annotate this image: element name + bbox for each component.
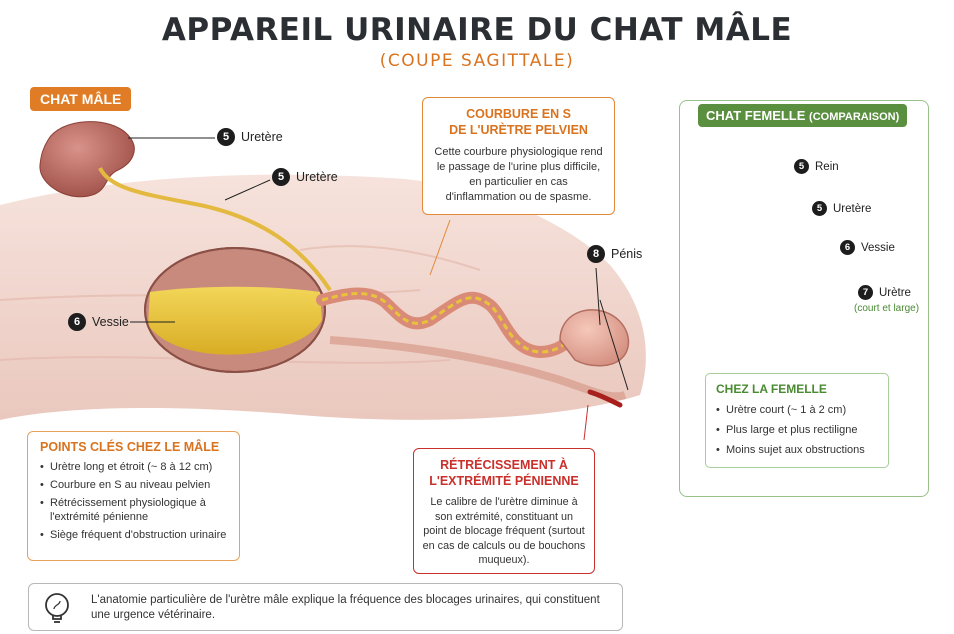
male-kidney: [39, 121, 135, 198]
female-note-list: Urètre court (~ 1 à 2 cm) Plus large et …: [716, 403, 878, 457]
label-ureter-2: 5 Uretère: [272, 168, 338, 186]
female-urethra-sub: (court et large): [854, 303, 920, 314]
page-subtitle: (COUPE SAGITTALE): [379, 51, 575, 71]
key-points-box: POINTS CLÉS CHEZ LE MÂLE Urètre long et …: [27, 431, 240, 561]
number-badge: 6: [840, 240, 855, 255]
callout-narrow-heading-1: RÉTRÉCISSEMENT À: [440, 458, 568, 472]
label-text: Vessie: [861, 241, 895, 254]
female-note-box: CHEZ LA FEMELLE Urètre court (~ 1 à 2 cm…: [705, 373, 889, 468]
male-leader-lines: [128, 137, 629, 441]
list-item: Moins sujet aux obstructions: [716, 443, 878, 457]
lightbulb-icon: [45, 593, 69, 623]
callout-narrow-body: Le calibre de l'urètre diminue à son ext…: [422, 496, 586, 566]
label-text: Pénis: [611, 247, 643, 261]
label-text: Rein: [815, 160, 839, 173]
callout-s-heading-1: COURBURE EN S: [466, 107, 571, 121]
list-item: Rétrécissement physiologique à l'extrémi…: [40, 496, 227, 524]
female-note-heading: CHEZ LA FEMELLE: [716, 382, 827, 396]
list-item: Courbure en S au niveau pelvien: [40, 478, 227, 492]
tip-text: L'anatomie particulière de l'urètre mâle…: [91, 594, 600, 621]
callout-s-heading-2: DE L'URÈTRE PELVIEN: [449, 123, 588, 137]
number-badge: 6: [68, 313, 86, 331]
tip-box: L'anatomie particulière de l'urètre mâle…: [28, 583, 623, 631]
label-text: Uretère: [296, 170, 338, 184]
female-label-kidney: 5 Rein: [794, 159, 839, 174]
female-tag-small: (COMPARAISON): [809, 111, 900, 123]
number-badge: 7: [858, 285, 873, 300]
label-ureter-1: 5 Uretère: [217, 128, 283, 146]
callout-narrow-heading-2: L'EXTRÉMITÉ PÉNIENNE: [429, 474, 579, 488]
callout-s-curve: COURBURE EN S DE L'URÈTRE PELVIEN Cette …: [422, 97, 615, 215]
label-text: Vessie: [92, 315, 129, 329]
callout-narrowing: RÉTRÉCISSEMENT À L'EXTRÉMITÉ PÉNIENNE Le…: [413, 448, 595, 574]
male-ureter: [98, 167, 332, 292]
key-points-heading: POINTS CLÉS CHEZ LE MÂLE: [40, 440, 220, 454]
list-item: Urètre court (~ 1 à 2 cm): [716, 403, 878, 417]
female-label-ureter: 5 Uretère: [812, 201, 871, 216]
label-text: Uretère: [241, 130, 283, 144]
number-badge: 5: [794, 159, 809, 174]
label-bladder: 6 Vessie: [68, 313, 129, 331]
number-badge: 8: [587, 245, 605, 263]
female-label-urethra: 7 Urètre: [858, 285, 911, 300]
number-badge: 5: [217, 128, 235, 146]
male-penis: [559, 309, 630, 408]
male-section-tag: CHAT MÂLE: [30, 87, 132, 111]
label-penis: 8 Pénis: [587, 245, 642, 263]
number-badge: 5: [812, 201, 827, 216]
label-text: Uretère: [833, 202, 872, 215]
page-title: APPAREIL URINAIRE DU CHAT MÂLE: [161, 12, 793, 48]
key-points-list: Urètre long et étroit (~ 8 à 12 cm) Cour…: [40, 460, 227, 542]
female-label-bladder: 6 Vessie: [840, 240, 895, 255]
list-item: Urètre long et étroit (~ 8 à 12 cm): [40, 460, 227, 474]
list-item: Siège fréquent d'obstruction urinaire: [40, 528, 227, 542]
label-text: Urètre: [879, 286, 911, 299]
callout-s-body: Cette courbure physiologique rend le pas…: [434, 146, 603, 203]
female-section-tag: CHAT FEMELLE (COMPARAISON): [698, 104, 908, 127]
list-item: Plus large et plus rectiligne: [716, 423, 878, 437]
number-badge: 5: [272, 168, 290, 186]
female-tag-text: CHAT FEMELLE: [706, 108, 806, 123]
male-bladder: [144, 247, 326, 373]
